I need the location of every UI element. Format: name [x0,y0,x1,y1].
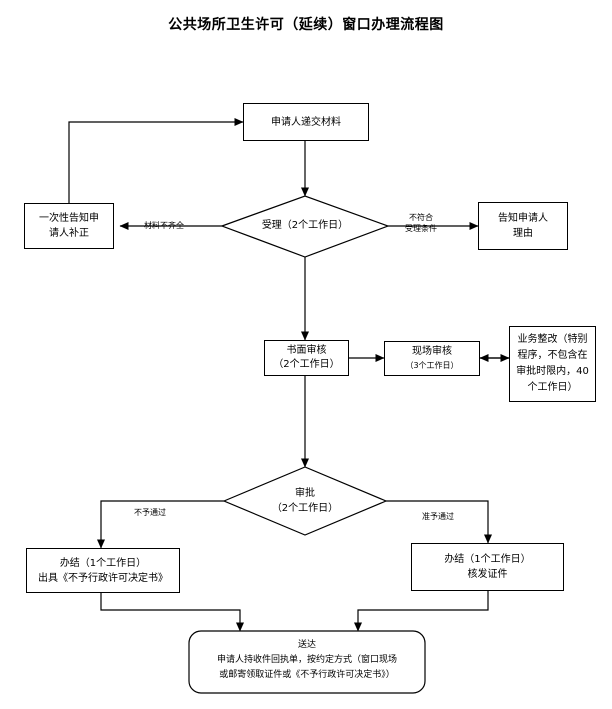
arrow-approve-to-reject [97,500,224,549]
arrow-notify-once-to-submit [68,118,244,203]
accept-diamond [220,195,390,258]
rectify-line-2: 程序，不包含在 [517,350,588,361]
arrow-close-reject-to-deliver [100,593,244,632]
approve-duration: （2个工作日） [271,503,339,514]
rectify-box: 业务整改（特别 程序，不包含在 审批时限内，40 个工作日） [509,326,596,402]
edge-label-not-qualified-line-1: 不符合 [409,213,433,222]
notify-reason-box: 告知申请人 理由 [478,202,568,250]
edge-label-reject: 不予通过 [134,508,166,517]
site-review-line-1: 现场审核 [412,345,452,357]
approve-diamond-text: 审批 （2个工作日） [240,486,370,516]
rectify-line-3: 审批时限内，40 [516,366,589,377]
site-review-line-2: （3个工作日） [405,360,459,370]
submit-materials-label: 申请人递交材料 [271,116,341,128]
deliver-heading: 送达 [297,640,316,650]
edge-label-not-qualified: 不符合 受理条件 [405,212,437,234]
close-reject-line-2: 出具《不予行政许可决定书》 [38,572,168,584]
close-approve-box: 办结（1个工作日） 核发证件 [411,543,564,591]
rectify-line-4: 个工作日） [527,382,578,393]
deliver-line-2: 或邮寄领取证件或《不予行政许可决定书》） [219,670,395,680]
edge-label-not-qualified-line-2: 受理条件 [405,224,437,233]
page-title: 公共场所卫生许可（延续）窗口办理流程图 [168,17,444,33]
submit-materials-box: 申请人递交材料 [243,103,369,141]
close-approve-line-2: 核发证件 [467,569,508,580]
notify-reason-line-1: 告知申请人 [498,213,548,224]
approve-diamond [222,466,388,536]
accept-diamond-label: 受理（2个工作日） [261,220,349,231]
written-review-box: 书面审核 （2个工作日） [264,340,349,376]
close-approve-line-1: 办结（1个工作日） [444,554,531,565]
rectify-line-1: 业务整改（特别 [517,334,588,345]
deliver-box-shape [188,630,426,694]
written-review-line-1: 书面审核 [286,345,327,356]
arrow-approve-to-accept [386,500,492,544]
site-review-box: 现场审核 （3个工作日） [384,341,480,376]
edge-label-approve: 准予通过 [422,512,454,521]
edge-label-incomplete: 材料不齐全 [144,221,184,230]
arrow-close-approve-to-deliver [354,591,489,632]
deliver-text: 送达 申请人持收件回执单，按约定方式（窗口现场 或邮寄领取证件或《不予行政许可决… [189,638,425,683]
close-reject-box: 办结（1个工作日） 出具《不予行政许可决定书》 [26,548,180,593]
notify-once-box: 一次性告知申 请人补正 [24,203,114,249]
notify-once-line-1: 一次性告知申 [39,213,99,224]
written-review-line-2: （2个工作日） [273,359,340,370]
close-reject-line-1: 办结（1个工作日） [59,557,147,569]
deliver-line-1: 申请人持收件回执单，按约定方式（窗口现场 [216,655,397,665]
notify-reason-line-2: 理由 [513,228,533,239]
approve-label: 审批 [295,488,315,499]
notify-once-line-2: 请人补正 [49,228,89,239]
